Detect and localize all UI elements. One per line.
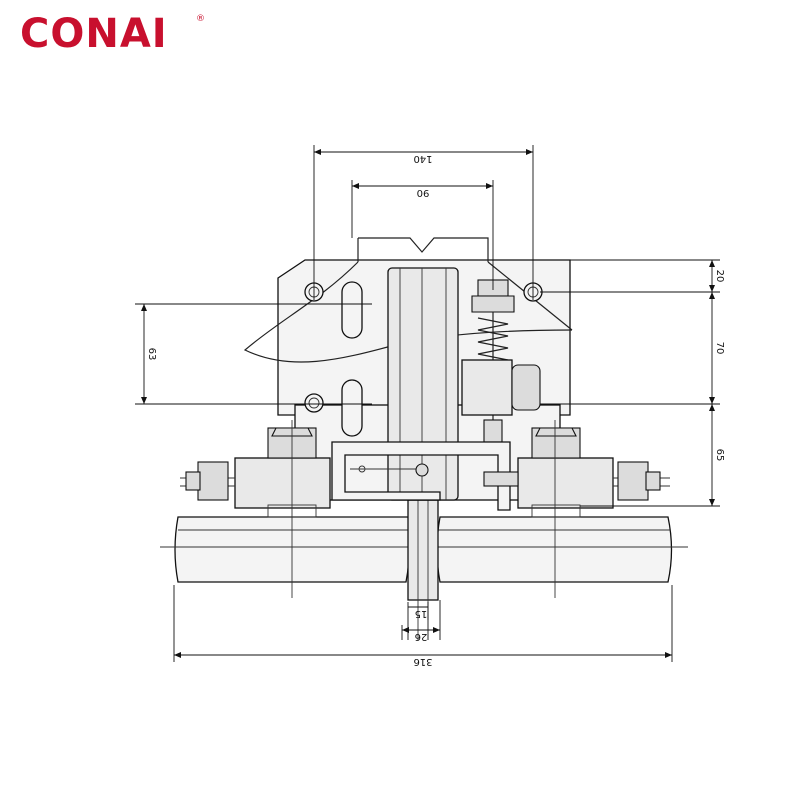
spring-assembly: [461, 279, 541, 443]
dim-label-140: 140: [413, 153, 432, 164]
dim-label-70: 70: [714, 342, 725, 355]
hole-bottom-left: [304, 393, 324, 413]
dim-line-right: [540, 259, 720, 507]
dim-label-26: 26: [415, 631, 428, 642]
dim-line-316: [173, 585, 673, 662]
dim-line-63: [135, 303, 372, 405]
dim-label-65: 65: [714, 449, 725, 462]
dim-label-15: 15: [415, 608, 428, 619]
right-rail: [436, 516, 673, 583]
left-roller-assembly: [180, 427, 331, 518]
registered-mark: ®: [196, 14, 205, 24]
right-roller-assembly: [483, 427, 670, 518]
dim-line-26: [401, 600, 441, 640]
slot-upper: [341, 281, 363, 339]
dim-label-63: 63: [146, 348, 157, 361]
center-web: [407, 499, 439, 601]
dim-label-20: 20: [714, 270, 725, 283]
brand-logo-text: CONAI: [20, 11, 168, 57]
center-bracket: [331, 441, 511, 511]
dim-line-140: [313, 145, 534, 300]
dim-line-15: [407, 602, 429, 640]
slot-lower: [341, 379, 363, 437]
dim-line-90: [351, 180, 494, 290]
brand-logo: CONAI: [20, 14, 168, 54]
dim-label-316: 316: [413, 656, 432, 667]
dim-label-90: 90: [417, 187, 430, 198]
